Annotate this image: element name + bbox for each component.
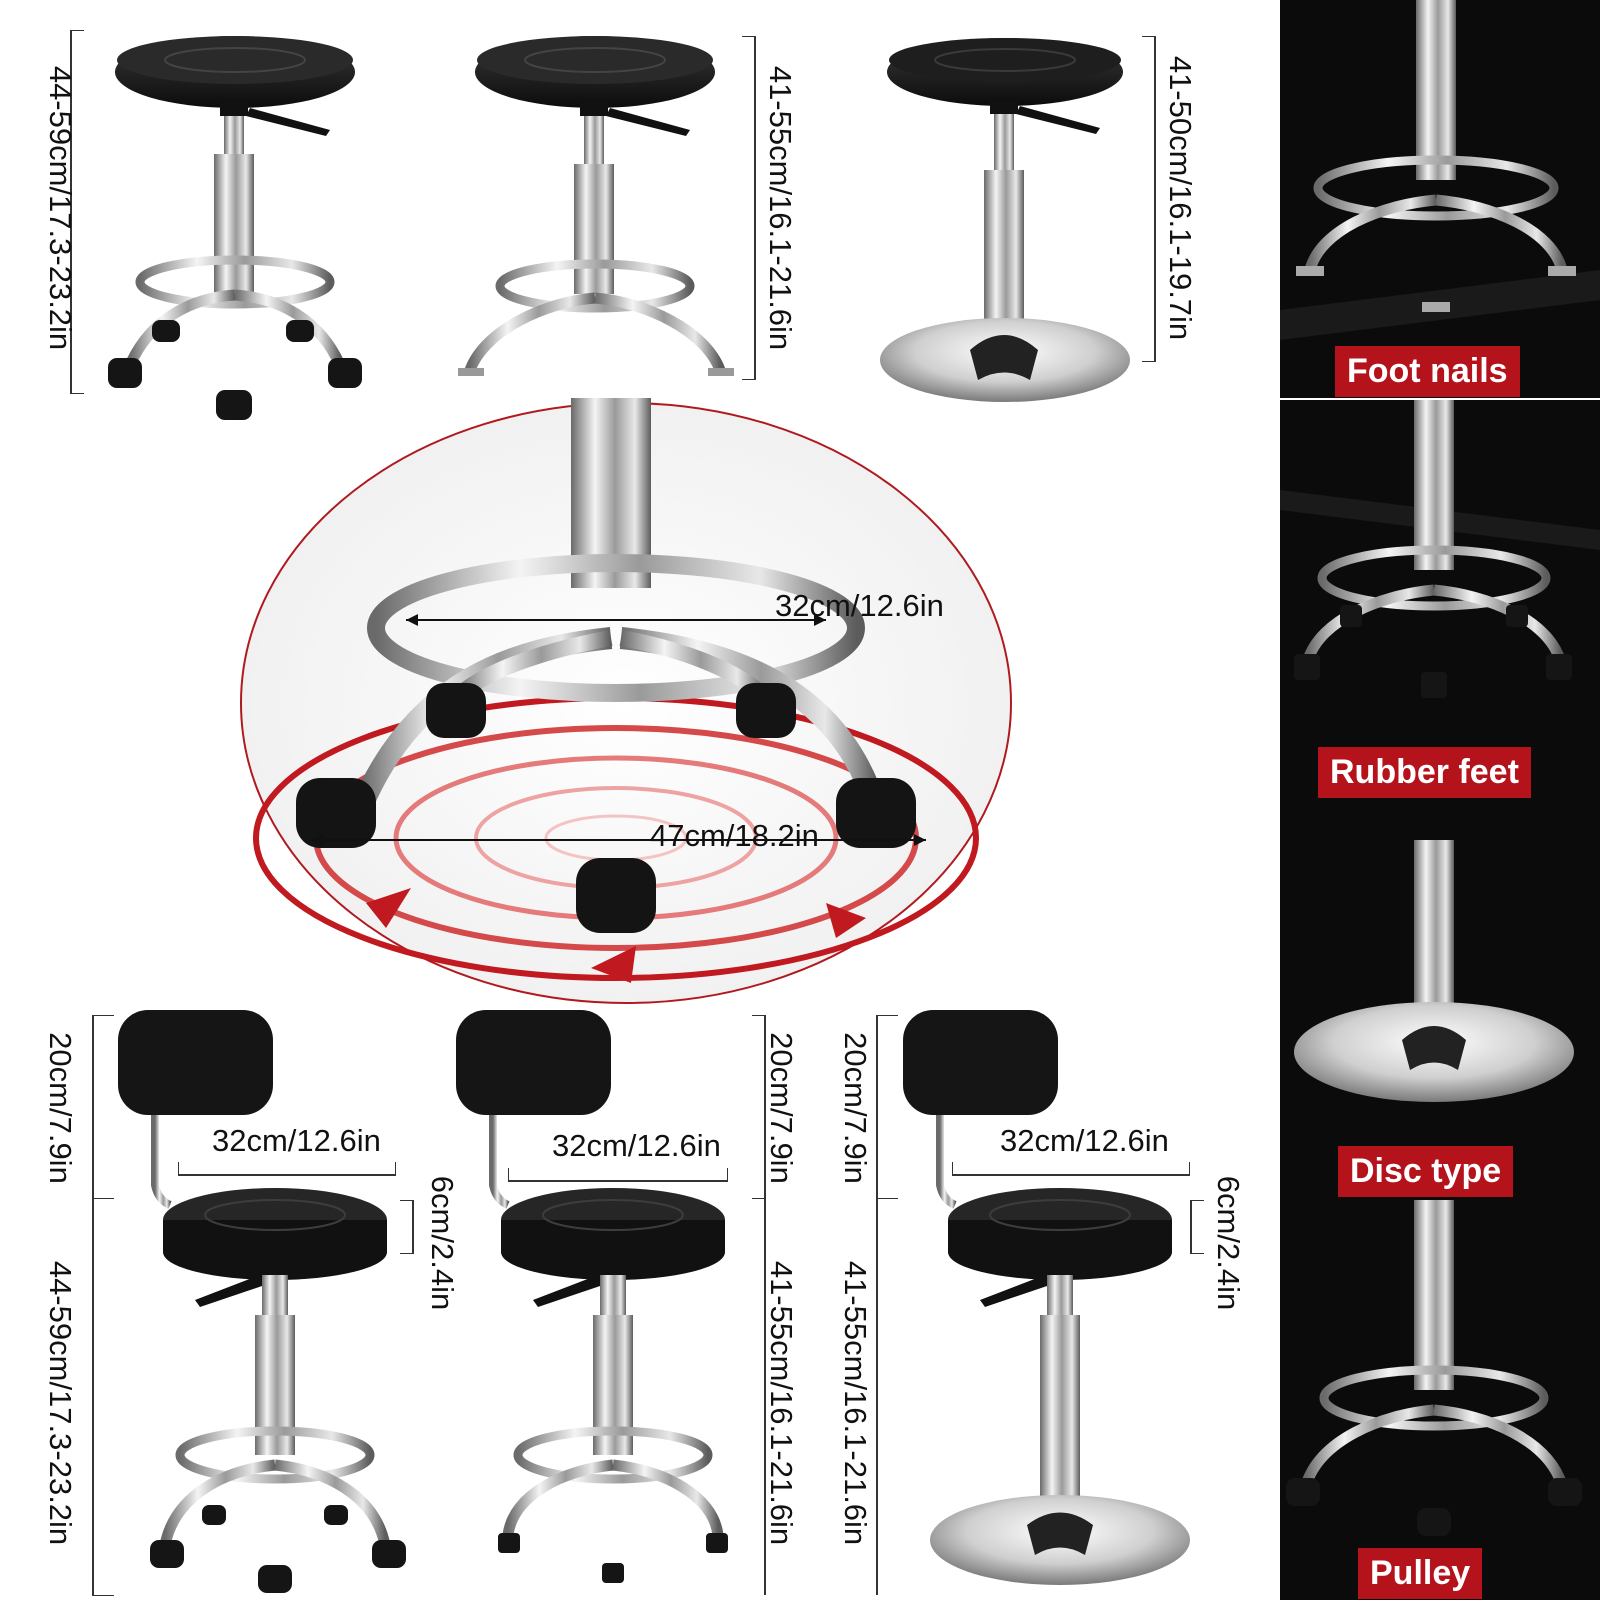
backrest-line-b2 xyxy=(752,1015,766,1199)
base-width-label: 47cm/18.2in xyxy=(650,818,819,853)
panel-rubber-feet xyxy=(1280,400,1600,800)
height-line-stool-3 xyxy=(1142,36,1156,362)
seat-width-line-b1 xyxy=(178,1162,396,1176)
stool-bottom-casters xyxy=(110,1005,420,1600)
panel-pulley xyxy=(1280,1200,1600,1600)
stool-bottom-rubber-feet xyxy=(448,1005,758,1600)
stool-bottom-disc xyxy=(895,1005,1205,1600)
height-line-b3 xyxy=(876,1197,898,1595)
height-line-stool-1 xyxy=(70,30,84,394)
height-label-b2: 41-55cm/16.1-21.6in xyxy=(764,1260,799,1546)
thickness-label-b3: 6cm/2.4in xyxy=(1211,1175,1246,1311)
seat-width-label-b2: 32cm/12.6in xyxy=(552,1128,721,1163)
height-label-b1: 44-59cm/17.3-23.2in xyxy=(43,1260,78,1546)
seat-width-line-b2 xyxy=(508,1168,728,1182)
backrest-line-b1 xyxy=(92,1015,114,1199)
ring-width-label: 32cm/12.6in xyxy=(775,588,944,623)
thickness-line-b3 xyxy=(1190,1200,1204,1254)
seat-width-label-b3: 32cm/12.6in xyxy=(1000,1123,1169,1158)
stool-top-casters xyxy=(90,20,390,430)
stool-top-disc xyxy=(870,20,1150,410)
height-label-stool-2: 41-55cm/16.1-21.6in xyxy=(763,65,798,351)
seat-width-line-b3 xyxy=(952,1162,1190,1176)
height-line-b2 xyxy=(752,1197,766,1595)
label-pulley: Pulley xyxy=(1358,1548,1483,1599)
stool-top-foot-nails xyxy=(450,20,750,430)
seat-width-label-b1: 32cm/12.6in xyxy=(212,1123,381,1158)
label-foot-nails: Foot nails xyxy=(1335,346,1520,397)
panel-foot-nails xyxy=(1280,0,1600,398)
base-detail-circle xyxy=(236,398,1016,1008)
height-line-b1 xyxy=(92,1197,114,1596)
backrest-label-b2: 20cm/7.9in xyxy=(764,1032,799,1184)
backrest-label-b1: 20cm/7.9in xyxy=(43,1032,78,1184)
height-label-stool-1: 44-59cm/17.3-23.2in xyxy=(43,65,78,351)
height-label-stool-3: 41-50cm/16.1-19.7in xyxy=(1163,55,1198,341)
backrest-line-b3 xyxy=(876,1015,898,1199)
height-line-stool-2 xyxy=(742,36,756,380)
label-rubber-feet: Rubber feet xyxy=(1318,747,1531,798)
backrest-label-b3: 20cm/7.9in xyxy=(838,1032,873,1184)
thickness-line-b1 xyxy=(400,1200,414,1254)
height-label-b3: 41-55cm/16.1-21.6in xyxy=(838,1260,873,1546)
label-disc-type: Disc type xyxy=(1338,1146,1514,1197)
panel-disc-type xyxy=(1280,800,1600,1200)
